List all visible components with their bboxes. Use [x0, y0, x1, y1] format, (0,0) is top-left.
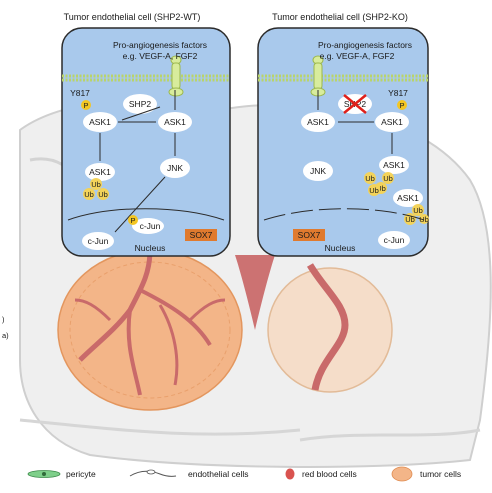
svg-text:c-Jun: c-Jun	[384, 235, 405, 245]
legend-pericyte-icon	[27, 470, 61, 478]
svg-text:ASK1: ASK1	[307, 117, 329, 127]
panel-wt-title: Tumor endothelial cell (SHP2-WT)	[64, 12, 201, 22]
ko-ub-6: Ub	[405, 215, 415, 224]
legend-endothelial: endothelial cells	[188, 469, 248, 479]
wt-y817-label: Y817	[70, 88, 90, 98]
ko-cross-icon	[343, 94, 367, 114]
vessel-stalk	[235, 255, 275, 330]
ko-ask1-right-node	[375, 112, 409, 132]
svg-text:ASK1: ASK1	[89, 117, 111, 127]
wt-ask1-ub-node	[85, 163, 115, 181]
svg-text:JNK: JNK	[310, 166, 326, 176]
ko-nucleus-label: Nucleus	[325, 243, 356, 253]
wt-nucleus-label: Nucleus	[135, 243, 166, 253]
svg-text:SOX7: SOX7	[298, 230, 321, 240]
ko-pro-angio-label: Pro-angiogenesis factors	[318, 40, 412, 50]
ko-cjun-node	[378, 231, 410, 249]
ko-ub-3: Ub	[365, 174, 375, 183]
ko-ask1-ub-node-1	[379, 156, 409, 174]
svg-text:c-Jun: c-Jun	[140, 221, 161, 231]
svg-text:ASK1: ASK1	[383, 160, 405, 170]
svg-text:P: P	[399, 101, 404, 110]
svg-text:ASK1: ASK1	[89, 167, 111, 177]
ko-ub-2: Ub	[376, 184, 386, 193]
panel-ko: Tumor endothelial cell (SHP2-KO) Pro-ang…	[257, 12, 429, 257]
wt-factor-label: e.g. VEGF-A, FGF2	[123, 51, 198, 61]
ko-ub-7: Ub	[419, 215, 429, 224]
legend-endothelial-icon	[129, 469, 177, 477]
svg-text:SHP2: SHP2	[129, 99, 151, 109]
legend: pericyte endothelial cells red blood cel…	[27, 466, 461, 482]
ko-phospho-icon	[397, 100, 407, 110]
wt-ub-2: Ub	[84, 190, 94, 199]
wt-ask1-right-node	[158, 112, 192, 132]
legend-rbc: red blood cells	[302, 469, 357, 479]
tumor-wt	[57, 249, 243, 411]
wt-pro-angio-label: Pro-angiogenesis factors	[113, 40, 207, 50]
svg-text:JNK: JNK	[167, 163, 183, 173]
svg-text:SOX7: SOX7	[190, 230, 213, 240]
wt-cjun-out-node	[82, 232, 114, 250]
ko-ask1-ub-node-2	[393, 189, 423, 207]
legend-tumor: tumor cells	[420, 469, 461, 479]
ko-y817-label: Y817	[388, 88, 408, 98]
wt-cjun-p: P	[130, 216, 135, 225]
panel-wt: Tumor endothelial cell (SHP2-WT) Pro-ang…	[61, 12, 231, 257]
ko-ub-4: Ub	[369, 186, 379, 195]
legend-tumor-icon	[391, 466, 413, 482]
left-edge-text-2: a)	[2, 331, 9, 340]
legend-pericyte: pericyte	[66, 469, 96, 479]
wt-sox7-box	[185, 229, 217, 241]
wt-ub-1: Ub	[91, 180, 101, 189]
ko-ask1-left-node	[301, 112, 335, 132]
ko-jnk-node	[303, 161, 333, 181]
ko-factor-label: e.g. VEGF-A, FGF2	[320, 51, 395, 61]
ko-sox7-box	[293, 229, 325, 241]
svg-text:c-Jun: c-Jun	[88, 236, 109, 246]
tumor-ko	[267, 263, 393, 393]
left-edge-text-1: )	[2, 315, 5, 324]
svg-text:ASK1: ASK1	[397, 193, 419, 203]
wt-phospho-icon	[81, 100, 91, 110]
receptor-wt-icon	[168, 55, 184, 97]
wt-jnk-node	[160, 158, 190, 178]
panel-ko-title: Tumor endothelial cell (SHP2-KO)	[272, 12, 408, 22]
svg-text:ASK1: ASK1	[381, 117, 403, 127]
wt-cjun-in-node	[132, 218, 164, 234]
wt-ask1-left-node	[83, 112, 117, 132]
ko-ub-1: Ub	[383, 174, 393, 183]
wt-shp2-node	[123, 94, 157, 114]
svg-text:ASK1: ASK1	[164, 117, 186, 127]
legend-rbc-icon	[285, 468, 295, 480]
wt-ub-3: Ub	[98, 190, 108, 199]
svg-text:P: P	[83, 101, 88, 110]
ko-ub-5: Ub	[413, 206, 423, 215]
